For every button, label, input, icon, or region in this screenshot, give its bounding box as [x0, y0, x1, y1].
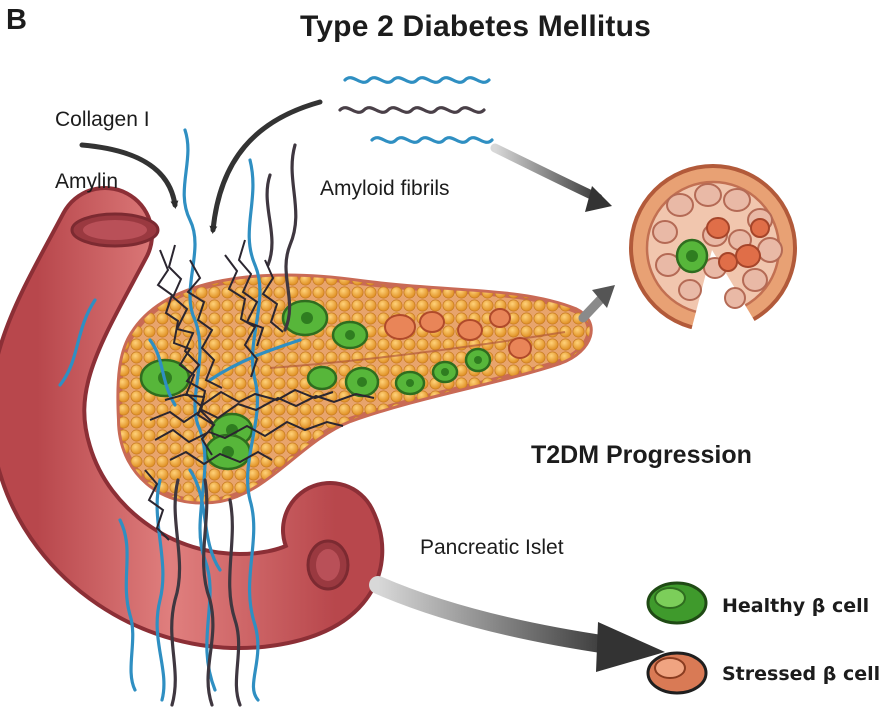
input-arrows: [79, 99, 323, 234]
pancreatic-islet-label: Pancreatic Islet: [420, 536, 564, 559]
legend-healthy-icon: [646, 581, 708, 625]
collagen-fibers: [58, 128, 302, 702]
duodenum: [0, 186, 385, 650]
legend-healthy-label: Healthy β cell: [722, 595, 870, 617]
diagram-title: Type 2 Diabetes Mellitus: [300, 10, 652, 43]
legend-stressed-label: Stressed β cell: [722, 663, 881, 685]
collagen-label: Collagen I: [55, 108, 150, 131]
legend-stressed-icon: [646, 651, 708, 695]
amyloid-fibers: [170, 143, 298, 707]
amyloid-fibrils-label: Amyloid fibrils: [320, 177, 450, 200]
t2dm-progression-label: T2DM Progression: [531, 441, 752, 469]
panel-letter: B: [6, 4, 27, 36]
pancreas-stressed-cells: [384, 308, 532, 359]
amylin-label: Amylin: [55, 170, 119, 193]
floating-fibrils: [338, 76, 494, 144]
pancreas-healthy-cells: [139, 299, 492, 471]
amyloid-tangle-clusters: [144, 239, 375, 541]
progression-arrows: [369, 143, 665, 672]
islet-cross-section: [629, 164, 797, 335]
